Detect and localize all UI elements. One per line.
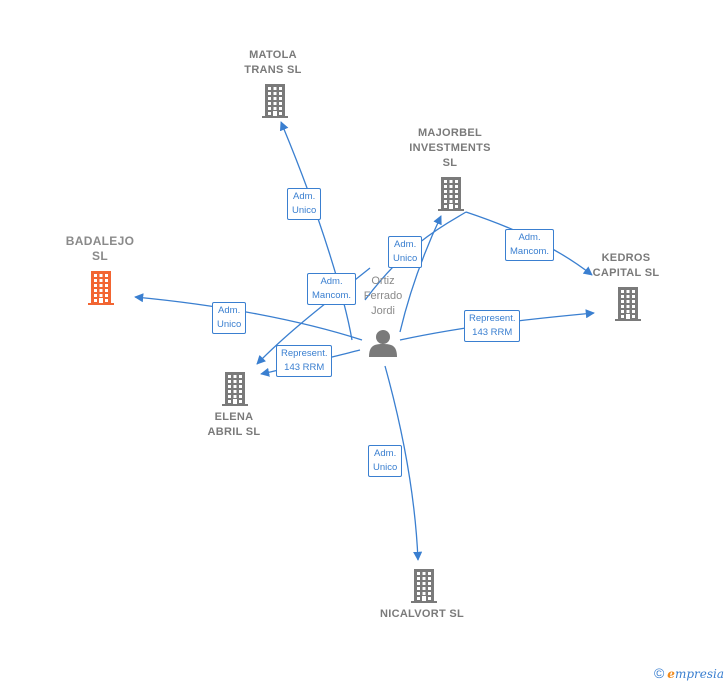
edge-label[interactable]: Represent. 143 RRM (276, 345, 333, 377)
edge-line (279, 121, 353, 341)
building-icon[interactable] (438, 177, 464, 211)
edge-line (256, 267, 371, 365)
building-icon[interactable] (615, 287, 641, 321)
company-label-elena[interactable]: ELENA ABRIL SL (207, 411, 261, 438)
company-label-badalejo[interactable]: BADALEJO SL (65, 234, 135, 263)
edge-line (384, 365, 423, 561)
edge-line (134, 293, 363, 341)
edge-label[interactable]: Adm. Unico (287, 188, 322, 220)
edge-label[interactable]: Adm. Mancom. (307, 273, 357, 305)
company-label-kedros[interactable]: KEDROS CAPITAL SL (592, 252, 660, 279)
edge-label[interactable]: Adm. Mancom. (505, 229, 555, 261)
brand-logo-e: e (667, 667, 675, 681)
edge-label[interactable]: Represent. 143 RRM (464, 310, 521, 342)
edge-label[interactable]: Adm. Unico (388, 236, 423, 268)
person-icon[interactable] (369, 330, 397, 357)
copyright-symbol: © (653, 665, 665, 681)
building-icon[interactable] (411, 569, 437, 603)
building-icon[interactable] (222, 372, 248, 406)
brand-logo-text: mpresia (674, 667, 724, 681)
building-icon[interactable] (88, 271, 114, 305)
company-label-nicalvort[interactable]: NICALVORT SL (379, 608, 465, 620)
edge-label[interactable]: Adm. Unico (212, 302, 247, 334)
edge-line (399, 215, 442, 333)
edge-label[interactable]: Adm. Unico (368, 445, 403, 477)
person-name[interactable]: Ortiz Ferrado Jordi (363, 275, 403, 317)
company-label-matola[interactable]: MATOLA TRANS SL (244, 49, 302, 76)
empresia-brand: ©empresia (654, 665, 724, 681)
building-icon[interactable] (262, 84, 288, 118)
company-label-majorbel[interactable]: MAJORBEL INVESTMENTS SL (409, 127, 491, 169)
edge-line (364, 211, 467, 301)
